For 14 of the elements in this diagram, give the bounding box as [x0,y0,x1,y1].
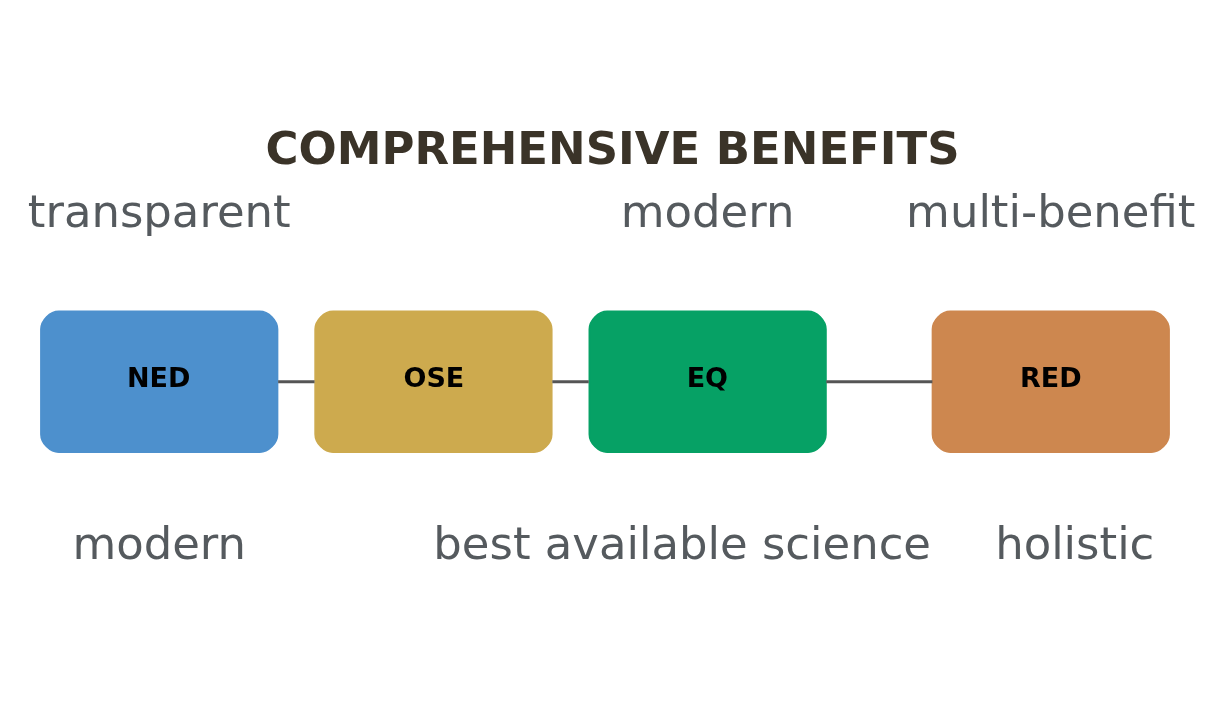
node-box: OSE [314,310,553,453]
connector [278,379,315,383]
node-box: RED [931,310,1170,453]
connector [552,379,589,383]
label: holistic [995,516,1155,570]
node-box: EQ [588,310,827,453]
node-box: NED [40,310,279,453]
label: multi-benefit [906,184,1196,238]
label: modern [620,184,795,238]
diagram-title: COMPREHENSIVE BENEFITS [265,121,960,175]
label: modern [72,516,247,570]
connector [826,379,933,383]
label: transparent [27,184,291,238]
label: best available science [433,516,932,570]
